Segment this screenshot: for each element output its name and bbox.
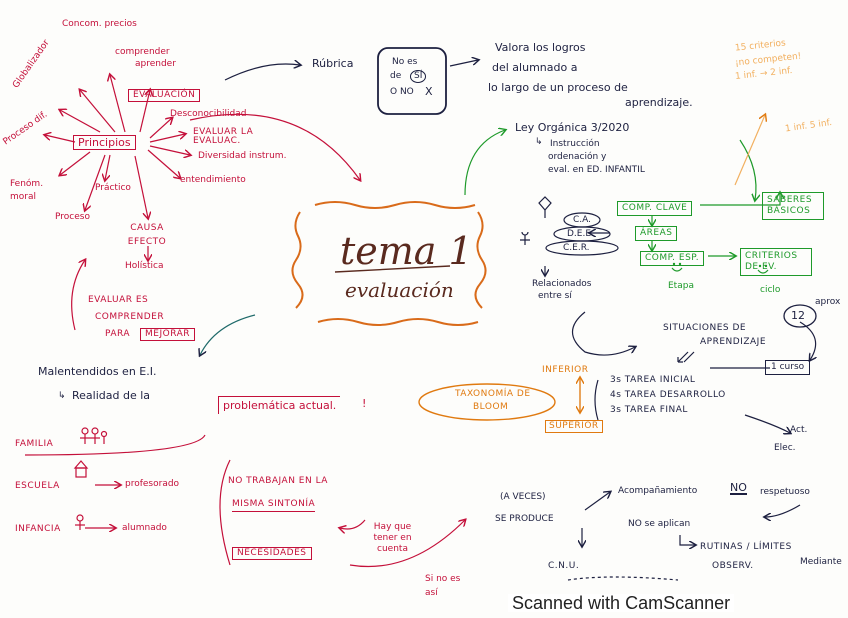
evaluar-es-label: EVALUAR ES bbox=[88, 296, 148, 305]
principios-box: Principios bbox=[73, 135, 136, 150]
page-title: tema 1 bbox=[340, 232, 473, 270]
practico-label: Práctico bbox=[95, 184, 131, 193]
concom-precios-label: Concom. precios bbox=[62, 20, 137, 29]
comp-esp-box: COMP. ESP. bbox=[640, 251, 704, 266]
aprendizaje-caps-label: APRENDIZAJE bbox=[700, 338, 766, 347]
taxonomia-line2: BLOOM bbox=[473, 403, 508, 412]
hay-que-label: Hay que tener en cuenta bbox=[370, 522, 415, 554]
etapa-label: Etapa bbox=[668, 282, 694, 291]
school-icon bbox=[75, 461, 87, 477]
child-icon bbox=[75, 515, 85, 530]
double-arrow-icon bbox=[678, 352, 694, 362]
situaciones-label: SITUACIONES DE bbox=[663, 324, 746, 333]
page-subtitle: evaluación bbox=[345, 280, 454, 300]
valora-line4: aprendizaje. bbox=[625, 97, 693, 108]
x-mark: X bbox=[425, 86, 433, 97]
causa-efecto-label: CAUSA EFECTO bbox=[122, 222, 172, 249]
cer-label: C.E.R. bbox=[563, 244, 590, 253]
para-label: PARA bbox=[105, 330, 130, 339]
cnu-label: C.N.U. bbox=[548, 562, 579, 571]
escuela-label: ESCUELA bbox=[15, 482, 60, 491]
aprox-label: aprox bbox=[815, 298, 840, 307]
relacionados-label: Relacionados bbox=[532, 280, 591, 289]
inferior-label: INFERIOR bbox=[542, 366, 589, 375]
mejorar-box: MEJORAR bbox=[140, 328, 195, 341]
exclamation-label: ! bbox=[362, 398, 366, 409]
evaluacion-box: EVALUACIÓN bbox=[128, 89, 200, 102]
no-emphasis-label: NO bbox=[730, 482, 747, 495]
act-label: Act. bbox=[790, 426, 807, 435]
necesidades-box: NECESIDADES bbox=[232, 547, 312, 560]
infancia-label: INFANCIA bbox=[15, 525, 61, 534]
comp-clave-box: COMP. CLAVE bbox=[617, 201, 692, 216]
ciclo-label: ciclo bbox=[760, 286, 780, 295]
tarea-desarrollo-label: 4s TAREA DESARROLLO bbox=[610, 391, 726, 400]
fenom-moral-label: Fenóm. moral bbox=[10, 178, 50, 203]
ley-arrow-icon: ↳ bbox=[535, 138, 543, 147]
elec-label: Elec. bbox=[774, 444, 796, 453]
misma-sintonia-label: MISMA SINTONÍA bbox=[232, 500, 315, 512]
no-trabajan-label: NO TRABAJAN EN LA bbox=[228, 477, 328, 486]
criterios-box: CRITERIOS DE EV. bbox=[740, 248, 812, 276]
evaluar-evaluac-label: EVALUAR LA EVALUAC. bbox=[193, 128, 263, 146]
un-curso-box: 1 curso bbox=[765, 360, 810, 375]
entendimiento-label: entendimiento bbox=[180, 176, 246, 185]
tarea-final-label: 3s TAREA FINAL bbox=[610, 406, 688, 415]
familia-label: FAMILIA bbox=[15, 440, 53, 449]
mediante-label: Mediante bbox=[800, 558, 842, 567]
ordenacion-label: ordenación y bbox=[548, 153, 606, 162]
holistica-label: Holística bbox=[125, 262, 163, 271]
ley-label: Ley Orgánica 3/2020 bbox=[515, 122, 629, 133]
rutinas-label: RUTINAS / LÍMITES bbox=[700, 543, 792, 552]
problematica-label: problemática actual. bbox=[218, 396, 340, 414]
ca-label: C.A. bbox=[573, 216, 591, 225]
entre-si-label: entre sí bbox=[538, 292, 572, 301]
alumnado-label: alumnado bbox=[122, 524, 167, 533]
comprender-caps-label: COMPRENDER bbox=[95, 313, 164, 322]
se-produce-label: SE PRODUCE bbox=[495, 515, 554, 524]
rubrica-label: Rúbrica bbox=[312, 58, 353, 69]
desconocibilidad-label: Desconocibilidad bbox=[170, 110, 246, 119]
profesorado-label: profesorado bbox=[125, 480, 179, 489]
valora-line3: lo largo de un proceso de bbox=[488, 82, 628, 93]
taxonomia-line1: TAXONOMÍA DE bbox=[455, 390, 531, 399]
proceso-label: Proceso bbox=[55, 213, 90, 222]
dee-label: D.E.E. bbox=[567, 230, 594, 239]
aprender-label: aprender bbox=[135, 60, 176, 69]
realidad-arrow-icon: ↳ bbox=[58, 392, 66, 401]
areas-box: ÁREAS bbox=[635, 226, 677, 241]
observ-label: OBSERV. bbox=[712, 562, 754, 571]
eval-infantil-label: eval. en ED. INFANTIL bbox=[548, 166, 645, 175]
valora-line2: del alumnado a bbox=[492, 62, 577, 73]
acompanamiento-label: Acompañamiento bbox=[618, 487, 697, 496]
si-no-es-asi-label: Si no es así bbox=[425, 572, 465, 601]
respetuoso-label: respetuoso bbox=[760, 488, 810, 497]
a-veces-label: (A VECES) bbox=[500, 493, 546, 502]
comprender-label: comprender bbox=[115, 48, 170, 57]
malentendidos-label: Malentendidos en E.I. bbox=[38, 366, 156, 377]
diversidad-label: Diversidad instrum. bbox=[198, 152, 286, 161]
tarea-inicial-label: 3s TAREA INICIAL bbox=[610, 376, 695, 385]
no-es-label: No es bbox=[392, 58, 417, 67]
family-icon bbox=[80, 428, 107, 444]
o-no-label: O NO bbox=[390, 88, 414, 97]
no-se-aplican-label: NO se aplican bbox=[628, 520, 690, 529]
twelve-label: 12 bbox=[791, 310, 805, 321]
instruccion-label: Instrucción bbox=[550, 140, 600, 149]
plant-icon bbox=[520, 197, 551, 245]
camscanner-watermark: Scanned with CamScanner bbox=[508, 594, 734, 612]
superior-label: SUPERIOR bbox=[545, 420, 603, 433]
valora-line1: Valora los logros bbox=[495, 42, 585, 53]
saberes-box: SABERES BÁSICOS bbox=[762, 192, 824, 220]
realidad-label: Realidad de la bbox=[72, 390, 150, 401]
de-label: de bbox=[390, 72, 401, 81]
